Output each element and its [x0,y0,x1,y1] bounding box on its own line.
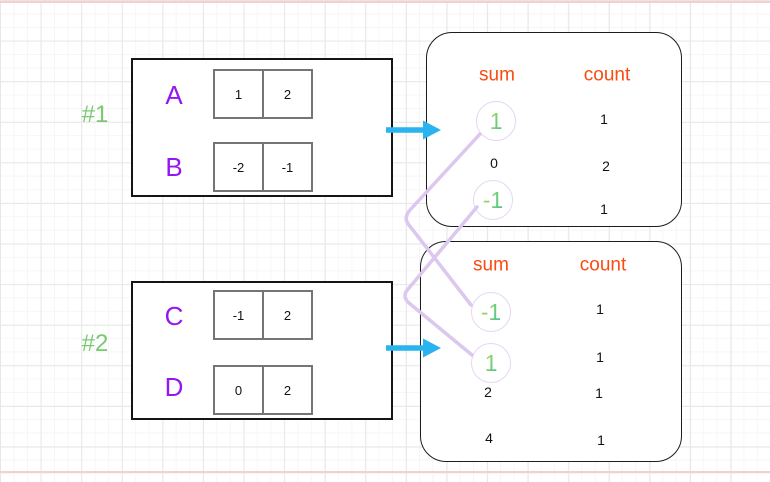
count-header: count [583,64,631,86]
array-cell: 2 [262,290,313,340]
page-margin-line-bottom [0,471,770,473]
count-value: 1 [600,201,608,217]
array-cell: -2 [213,142,264,192]
highlight-circle: 1 [476,101,516,141]
group-2-label: #2 [81,330,109,357]
group-1-label: #1 [81,101,109,128]
array-box-1: A 1 2 B -2 -1 [131,58,393,197]
array-name-d: D [164,372,184,402]
sum-value: 4 [485,430,493,446]
count-value: 1 [595,385,603,401]
array-box-2: C -1 2 D 0 2 [131,281,393,420]
array-cell: 1 [213,69,264,119]
array-c-cells: -1 2 [213,290,313,340]
count-value: 1 [596,349,604,365]
highlight-circle: -1 [473,180,513,220]
array-cell: 2 [262,365,313,415]
array-a-cells: 1 2 [213,69,313,119]
sum-value: 0 [490,155,498,171]
array-cell: 0 [213,365,264,415]
count-value: 1 [597,432,605,448]
count-value: 1 [596,301,604,317]
sum-value: 2 [484,384,492,400]
sum-value: 1 [484,349,498,376]
sum-header: sum [479,64,515,86]
array-cell: -1 [262,142,313,192]
array-b-cells: -2 -1 [213,142,313,192]
highlight-circle: 1 [471,343,511,383]
count-value: 1 [600,111,608,127]
array-name-a: A [165,80,183,110]
array-cell: -1 [213,290,264,340]
hash-table-2: sum count -1 1 1 1 2 1 4 1 [420,241,682,462]
sum-value: -1 [482,186,504,213]
sum-value: 1 [489,107,503,134]
highlight-circle: -1 [471,292,511,332]
hash-table-1: sum count 1 1 0 2 -1 1 [426,32,682,227]
count-header: count [579,254,627,276]
page-margin-line-top [0,1,770,3]
array-name-c: C [164,301,184,331]
count-value: 2 [602,158,610,174]
array-d-cells: 0 2 [213,365,313,415]
array-name-b: B [165,152,183,182]
array-cell: 2 [262,69,313,119]
sum-header: sum [473,254,509,276]
sum-value: -1 [480,298,502,325]
